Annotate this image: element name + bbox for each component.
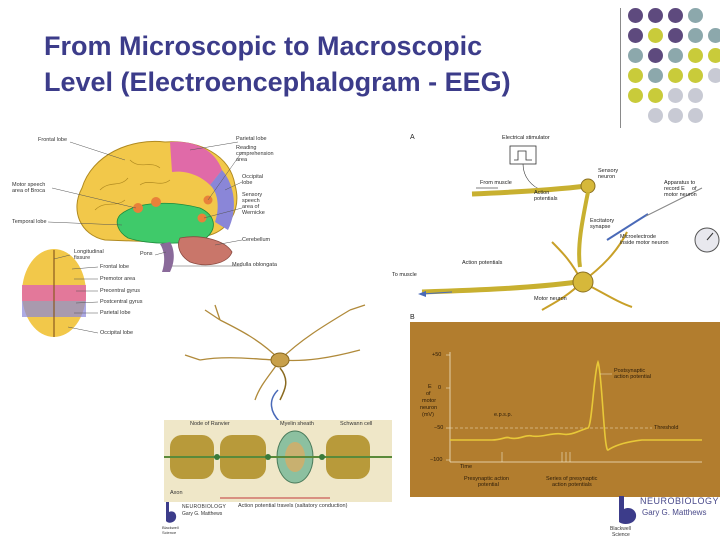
panel-a-letter: A xyxy=(410,134,415,141)
graph-ylabel-2: of xyxy=(426,391,431,397)
label-from-muscle: From muscle xyxy=(480,180,512,186)
slide-title: From Microscopic to Macroscopic Level (E… xyxy=(44,28,614,100)
dot xyxy=(648,48,663,63)
dot xyxy=(628,68,643,83)
membrane-potential-figure: B E of motor neuron (mV) +50 0 −50 −100 … xyxy=(402,312,720,540)
label-area-of-broca: area of Broca xyxy=(12,188,45,194)
label-microelectrode-2: inside motor neuron xyxy=(620,240,669,246)
label-frontal-lobe: Frontal lobe xyxy=(38,137,67,143)
graph-tick-plus50: +50 xyxy=(432,352,441,358)
graph-tick-minus50: −50 xyxy=(434,425,443,431)
label-top-occipital: Occipital lobe xyxy=(100,330,133,336)
graph-ylabel-5: (mV) xyxy=(422,412,434,418)
dot xyxy=(708,28,720,43)
label-motor-neuron: Motor neuron xyxy=(534,296,567,302)
label-top-frontal: Frontal lobe xyxy=(100,264,129,270)
label-premotor: Premotor area xyxy=(100,276,135,282)
publisher-right-science: Science xyxy=(612,532,630,538)
label-axon: Axon xyxy=(170,490,183,496)
blackwell-logo-icon xyxy=(164,502,178,524)
publisher-left-neurobiology: NEUROBIOLOGY xyxy=(182,504,226,510)
title-line-2: Level (Electroencephalogram - EEG) xyxy=(44,64,614,100)
label-area: area xyxy=(236,157,247,163)
label-schwann: Schwann cell xyxy=(340,421,372,427)
graph-ylabel-1: E xyxy=(428,384,432,390)
label-excitatory-2: synapse xyxy=(590,224,611,230)
dot xyxy=(688,108,703,123)
dot xyxy=(668,48,683,63)
graph-tick-minus100: −100 xyxy=(430,457,442,463)
publisher-logo-left: NEUROBIOLOGY Gary G. Matthews Blackwell … xyxy=(162,502,282,538)
dot xyxy=(648,108,663,123)
label-action-2: potentials xyxy=(534,196,558,202)
graph-postsynaptic-2: action potential xyxy=(614,374,651,380)
label-fissure: fissure xyxy=(74,255,90,261)
dot xyxy=(668,8,683,23)
label-parietal-lobe: Parietal lobe xyxy=(236,136,267,142)
dot xyxy=(648,8,663,23)
publisher-left-science: Science xyxy=(162,530,176,535)
dot xyxy=(688,68,703,83)
title-line-1: From Microscopic to Macroscopic xyxy=(44,28,614,64)
dot xyxy=(668,108,683,123)
dot xyxy=(668,28,683,43)
dot xyxy=(648,68,663,83)
dot xyxy=(688,8,703,23)
dot xyxy=(648,88,663,103)
publisher-right-author: Gary G. Matthews xyxy=(642,508,706,517)
dot xyxy=(708,68,720,83)
label-node-ranvier: Node of Ranvier xyxy=(190,421,230,427)
label-electrical-stimulator: Electrical stimulator xyxy=(502,135,550,141)
graph-tick-zero: 0 xyxy=(438,385,441,391)
dot xyxy=(628,88,643,103)
graph-epsp-label: e.p.s.p. xyxy=(494,412,512,418)
label-cerebellum: Cerebellum xyxy=(242,237,270,243)
dot xyxy=(688,48,703,63)
dot xyxy=(628,28,643,43)
graph-ylabel-3: motor xyxy=(422,398,436,404)
label-lobe: lobe xyxy=(242,180,252,186)
graph-threshold-label: Threshold xyxy=(654,425,678,431)
dot xyxy=(688,28,703,43)
reflex-circuit-figure: A Electrical stimulator Sensory neuron F… xyxy=(402,132,720,312)
dot xyxy=(628,48,643,63)
label-wernicke: Wernicke xyxy=(242,210,265,216)
label-medulla: Medulla oblongata xyxy=(232,262,277,268)
graph-presyn-2: potential xyxy=(478,482,499,488)
label-action-potentials: Action potentials xyxy=(462,260,502,266)
blackwell-logo-icon-right xyxy=(616,496,638,526)
graph-series-2: action potentials xyxy=(552,482,592,488)
dot xyxy=(668,68,683,83)
label-postcentral: Postcentral gyrus xyxy=(100,299,143,305)
label-apparatus-4: motor neuron xyxy=(664,192,697,198)
graph-ylabel-4: neuron xyxy=(420,405,437,411)
dot xyxy=(688,88,703,103)
dot xyxy=(628,8,643,23)
publisher-right-neurobiology: NEUROBIOLOGY xyxy=(640,496,719,506)
label-temporal-lobe: Temporal lobe xyxy=(12,219,47,225)
publisher-left-author: Gary G. Matthews xyxy=(182,511,222,517)
decorative-divider xyxy=(620,8,621,128)
label-precentral: Precentral gyrus xyxy=(100,288,140,294)
reflex-circuit-illustration xyxy=(402,132,720,312)
label-sensory-neuron-2: neuron xyxy=(598,174,615,180)
dot xyxy=(668,88,683,103)
dot xyxy=(648,28,663,43)
label-to-muscle: To muscle xyxy=(392,272,417,278)
graph-time-label: Time xyxy=(460,464,472,470)
label-top-parietal: Parietal lobe xyxy=(100,310,131,316)
dot xyxy=(708,48,720,63)
brain-top-view-figure: Longitudinal fissure Frontal lobe Premot… xyxy=(12,245,162,345)
decorative-dot-grid xyxy=(628,8,718,120)
label-myelin-sheath: Myelin sheath xyxy=(280,421,314,427)
